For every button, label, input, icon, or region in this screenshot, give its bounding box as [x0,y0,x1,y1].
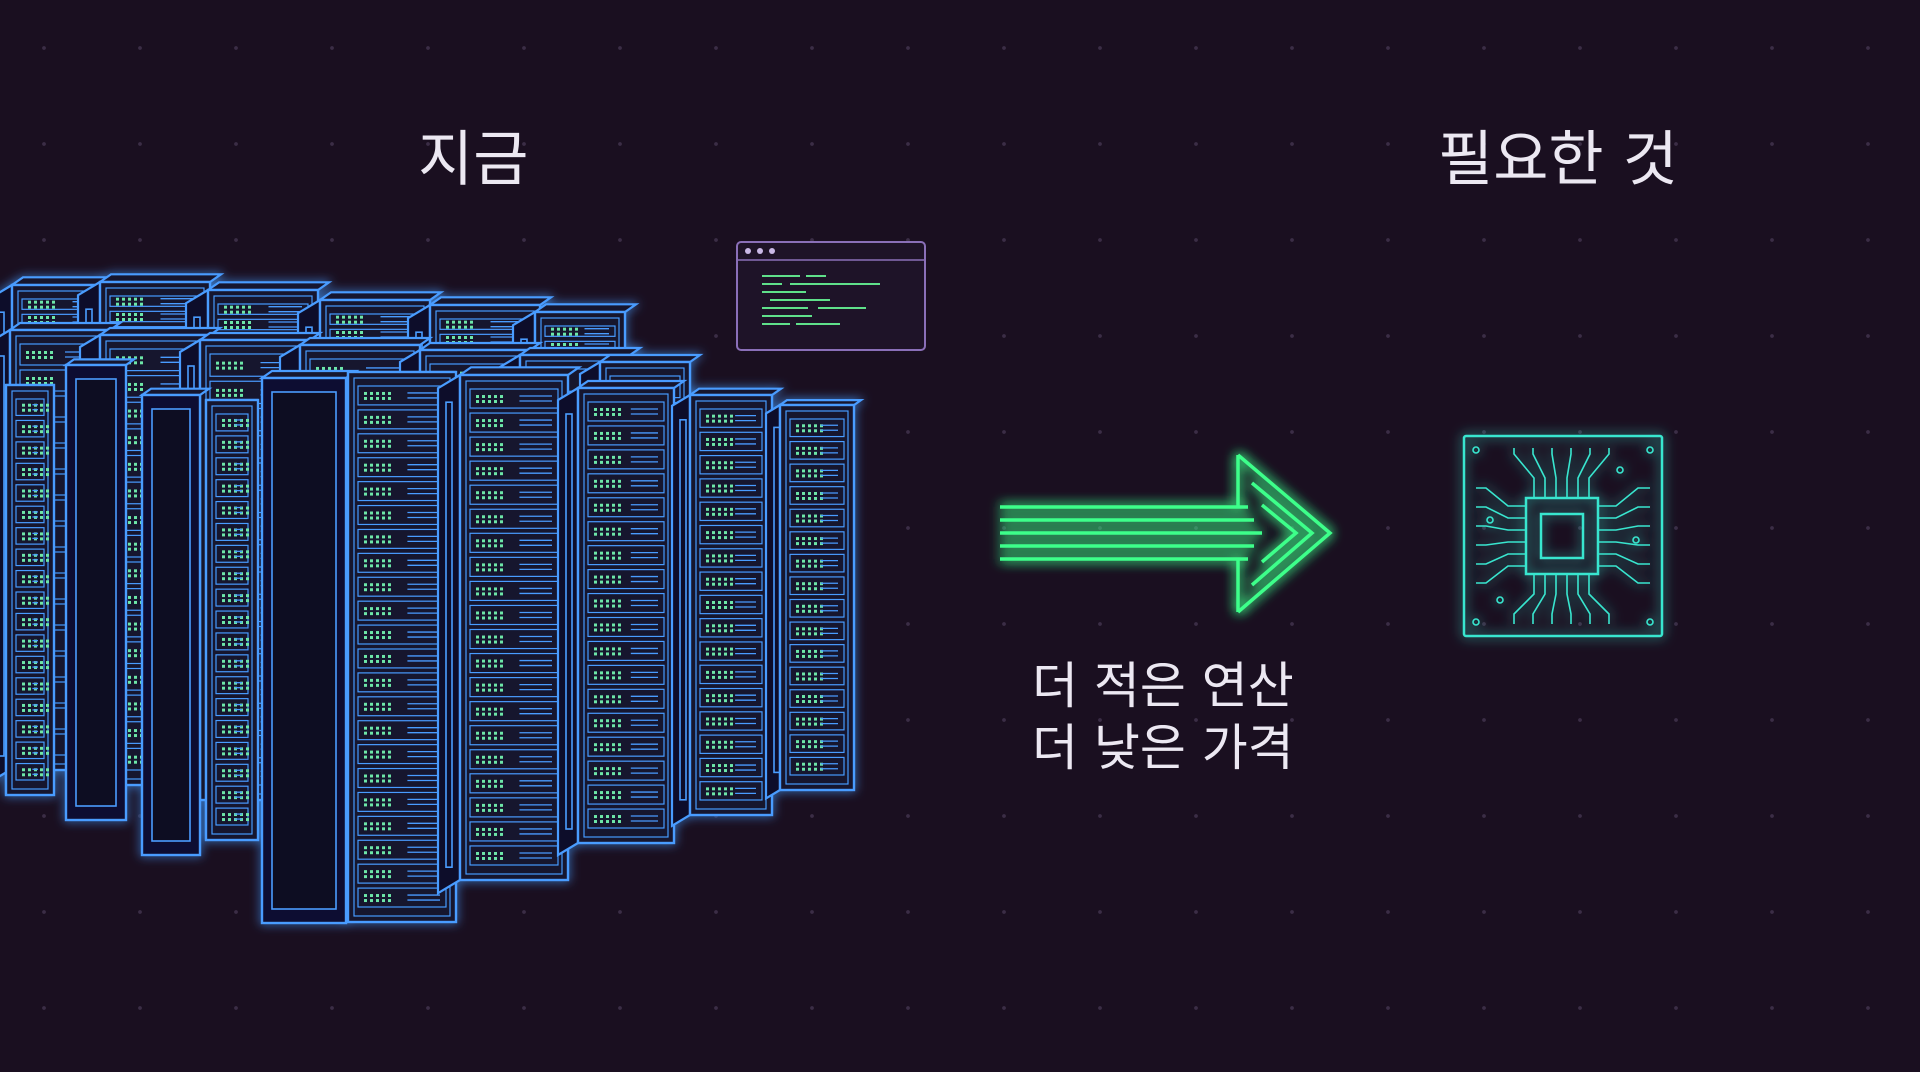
server-rack [556,379,688,857]
chip-trace [1598,541,1650,546]
chip-pad [1632,536,1640,544]
chip-trace [1532,574,1546,624]
chip-trace [1588,574,1610,624]
server-rack [436,366,583,896]
server-rack-door [138,387,213,857]
caption-line-2: 더 낮은 가격 [1032,719,1294,777]
server-rack [4,383,56,797]
chip-trace [1476,506,1526,519]
chip-trace [1476,541,1526,546]
chip-pad [1496,596,1504,604]
heading-now: 지금 [418,125,529,195]
caption-line-1: 더 적은 연산 [1032,657,1294,715]
chip-trace [1476,525,1526,531]
chip-trace [1577,574,1591,624]
chip-trace [1577,448,1591,498]
server-rack [204,398,260,842]
chip-trace [1513,574,1535,624]
server-rack-door [62,358,138,822]
heading-need: 필요한 것 [1438,125,1678,195]
chip-trace [1598,525,1650,531]
server-rack [764,399,865,801]
server-rack [346,370,458,924]
chip-trace [1598,506,1650,519]
chip-trace [1551,574,1557,624]
chip-pad [1486,516,1494,524]
chip-trace [1598,553,1650,565]
chip-pad [1472,446,1480,454]
server-rack-door [258,369,360,925]
chip-trace [1598,487,1650,507]
chip-pad [1616,466,1624,474]
chip-trace [1476,487,1526,507]
chip-trace [1566,448,1572,498]
chip-pad [1646,446,1654,454]
chip-trace [1513,448,1535,498]
chip-trace [1476,553,1526,565]
chip-trace [1598,565,1650,584]
chip-trace [1532,448,1546,498]
chip-pad [1472,618,1480,626]
chip-trace [1566,574,1572,624]
chip-trace [1551,448,1557,498]
server-rack [670,387,785,828]
chip-pad [1646,618,1654,626]
chip-trace [1588,448,1610,498]
chip-trace [1476,565,1526,584]
